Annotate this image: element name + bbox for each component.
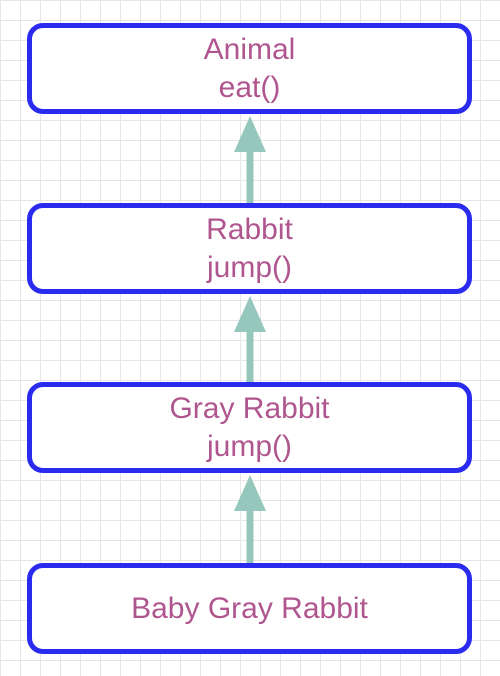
class-name: Baby Gray Rabbit [131, 591, 368, 625]
class-name: Animal [203, 32, 296, 66]
class-method: jump() [206, 250, 292, 284]
class-method: jump() [206, 429, 292, 463]
arrow-rabbit-to-animal [234, 116, 266, 203]
arrow-gray-rabbit-to-rabbit [234, 296, 266, 382]
class-box-rabbit[interactable]: Rabbit jump() [27, 203, 472, 294]
class-box-gray-rabbit[interactable]: Gray Rabbit jump() [27, 382, 472, 473]
class-name: Gray Rabbit [169, 391, 330, 425]
class-box-baby-gray-rabbit[interactable]: Baby Gray Rabbit [27, 563, 472, 654]
arrow-baby-gray-rabbit-to-gray-rabbit [234, 475, 266, 563]
class-box-animal[interactable]: Animal eat() [27, 23, 472, 114]
class-name: Rabbit [206, 212, 293, 246]
class-method: eat() [218, 70, 281, 104]
